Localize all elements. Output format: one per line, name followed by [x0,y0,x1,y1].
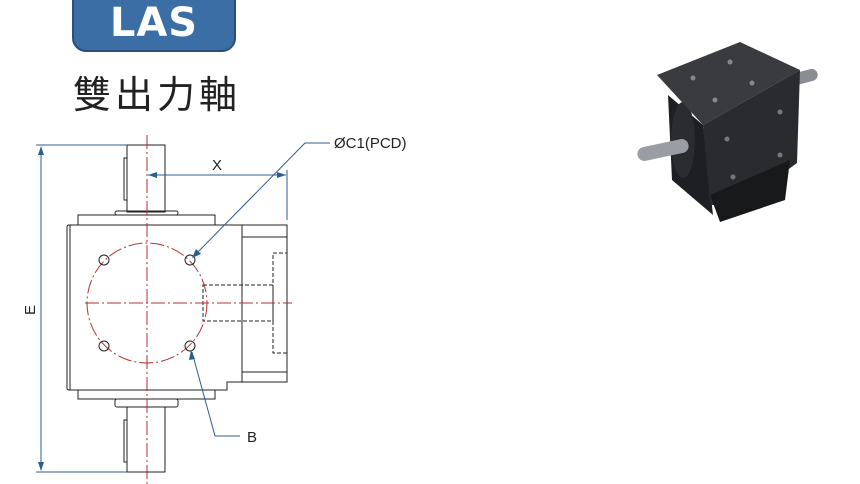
dimension-x [148,170,288,220]
label-b: B [247,429,257,446]
mounting-hole [98,340,110,352]
pcd-circle [86,242,208,364]
label-e: E [22,305,39,315]
mounting-hole [184,340,196,352]
mounting-hole [184,254,196,266]
dimension-e [36,144,127,473]
model-name: LAS [109,0,199,46]
label-pcd: ØC1(PCD) [334,135,407,152]
model-badge: LAS [72,0,236,52]
model-subtitle: 雙出力軸 [73,73,242,117]
gearbox-body [66,224,243,391]
mounting-hole [98,254,110,266]
hole-leader [191,351,240,437]
product-photo [637,42,818,222]
label-x: X [212,157,222,174]
pcd-leader [193,142,330,257]
